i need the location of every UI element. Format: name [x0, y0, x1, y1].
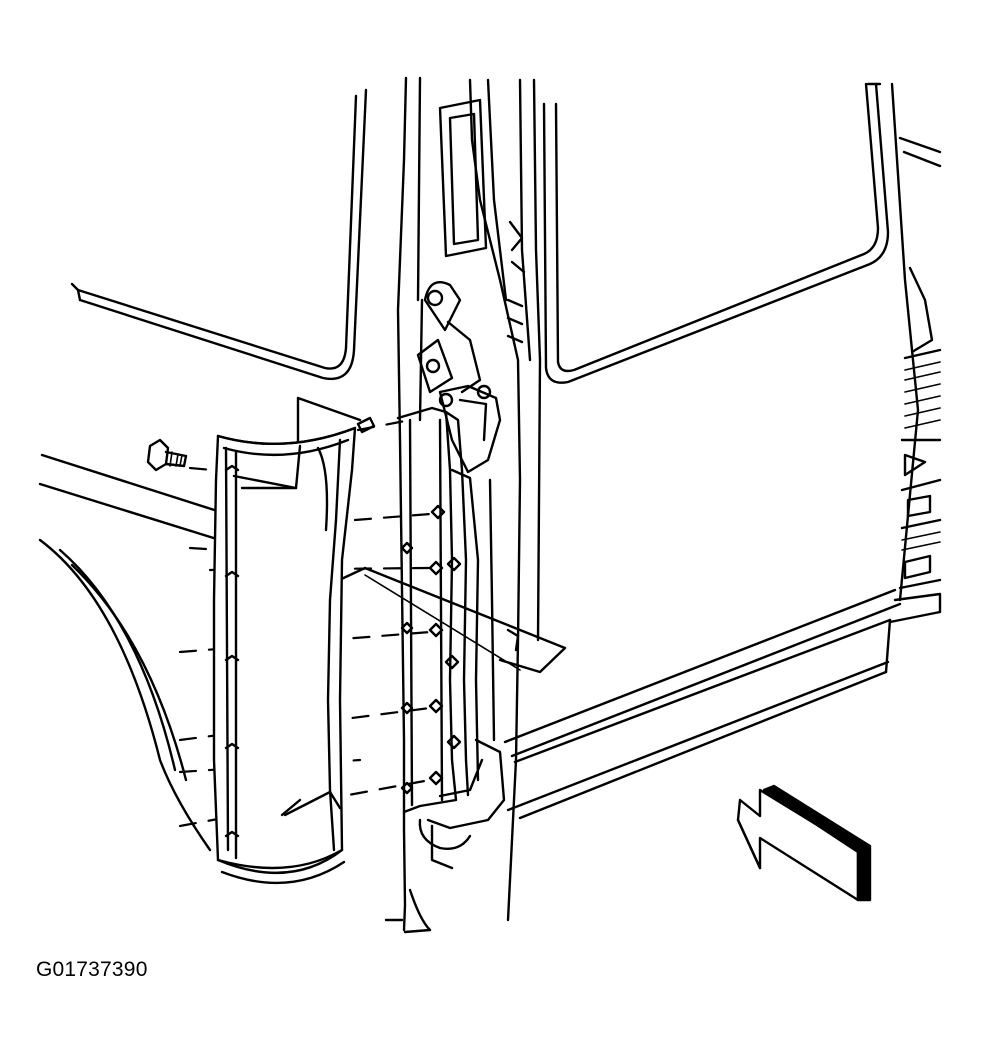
- lower-body-rocker: [503, 588, 902, 820]
- trim-clips: [400, 504, 462, 795]
- figure-id-label: G01737390: [36, 958, 148, 981]
- tail-lamp-area: [888, 266, 942, 624]
- left-side-window: [70, 88, 368, 381]
- left-quarter-panel: [38, 453, 232, 852]
- trim-screw: [146, 438, 188, 472]
- pillar-trim-attached: [396, 406, 496, 814]
- view-direction-arrow: [736, 784, 872, 902]
- rear-door-window: [542, 82, 890, 384]
- pillar-trim-removed: [212, 416, 376, 885]
- body-pillar: [384, 76, 542, 934]
